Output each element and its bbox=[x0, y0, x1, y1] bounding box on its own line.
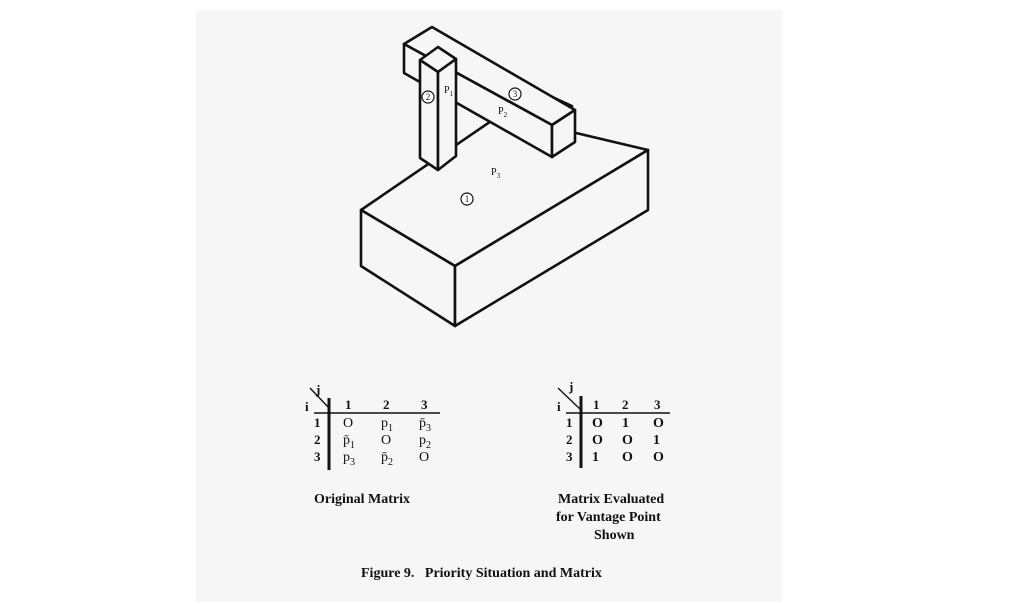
evaluated-matrix-axis-j: j bbox=[568, 379, 573, 394]
original-matrix-cell: O bbox=[381, 433, 391, 448]
block-2-right-face bbox=[436, 57, 458, 172]
evaluated-matrix-cell: O bbox=[622, 450, 633, 465]
evaluated-matrix-row-header: 2 bbox=[566, 432, 573, 447]
original-matrix-diagonal bbox=[309, 387, 330, 409]
figure-caption: Figure 9. Priority Situation and Matrix bbox=[361, 566, 602, 581]
evaluated-matrix-diagonal bbox=[557, 387, 582, 411]
label-p3: P3 bbox=[491, 167, 501, 180]
original-matrix-axis-j: j bbox=[315, 382, 320, 397]
block-2-number-circle bbox=[421, 90, 435, 104]
evaluated-matrix-col-header: 2 bbox=[622, 397, 629, 412]
block-3-front-face bbox=[550, 108, 577, 159]
block-1-front-face bbox=[453, 148, 650, 328]
original-matrix-caption: Original Matrix bbox=[314, 492, 411, 507]
evaluated-matrix-cell: 1 bbox=[653, 433, 660, 448]
original-matrix-cell: O bbox=[419, 450, 429, 465]
original-matrix-row-header: 1 bbox=[314, 415, 321, 430]
evaluated-matrix-col-header: 3 bbox=[654, 397, 661, 412]
evaluated-matrix-caption-line: Matrix Evaluated bbox=[558, 492, 665, 507]
original-matrix-cell: p̄3 bbox=[419, 416, 431, 434]
evaluated-matrix-col-header: 1 bbox=[593, 397, 600, 412]
original-matrix-cell: p̄2 bbox=[381, 450, 393, 468]
original-matrix-cell: O bbox=[343, 416, 353, 431]
original-matrix-col-header: 2 bbox=[383, 397, 390, 412]
original-matrix-cell: p̄1 bbox=[343, 433, 355, 451]
evaluated-matrix-cell: O bbox=[592, 416, 603, 431]
evaluated-matrix-row-header: 3 bbox=[566, 449, 573, 464]
evaluated-matrix-caption-line: Shown bbox=[594, 528, 635, 543]
evaluated-matrix-cell: 1 bbox=[622, 416, 629, 431]
evaluated-matrix-cell: O bbox=[592, 433, 603, 448]
evaluated-matrix-cell: O bbox=[653, 450, 664, 465]
evaluated-matrix-cell: 1 bbox=[592, 450, 599, 465]
evaluated-matrix-caption-line: for Vantage Point bbox=[556, 510, 661, 525]
original-matrix-axis-i: i bbox=[305, 399, 309, 414]
block-1-number-circle bbox=[460, 192, 474, 206]
original-matrix-col-header: 1 bbox=[345, 397, 352, 412]
original-matrix-cell: p2 bbox=[419, 433, 431, 451]
label-p2: P2 bbox=[498, 106, 508, 119]
original-matrix-cell: p3 bbox=[343, 450, 355, 468]
evaluated-matrix-axis-i: i bbox=[557, 399, 561, 414]
block-3-number-circle bbox=[508, 87, 522, 101]
evaluated-matrix-row-header: 1 bbox=[566, 415, 573, 430]
block-3-number: 3 bbox=[513, 89, 518, 99]
block-1-number: 1 bbox=[465, 194, 470, 204]
original-matrix-col-header: 3 bbox=[421, 397, 428, 412]
block-2-number: 2 bbox=[426, 92, 431, 102]
evaluated-matrix-cell: O bbox=[622, 433, 633, 448]
original-matrix-row-header: 2 bbox=[314, 432, 321, 447]
original-matrix-row-header: 3 bbox=[314, 449, 321, 464]
evaluated-matrix-cell: O bbox=[653, 416, 664, 431]
label-p1: P1 bbox=[444, 85, 454, 98]
original-matrix-cell: p1 bbox=[381, 416, 393, 434]
